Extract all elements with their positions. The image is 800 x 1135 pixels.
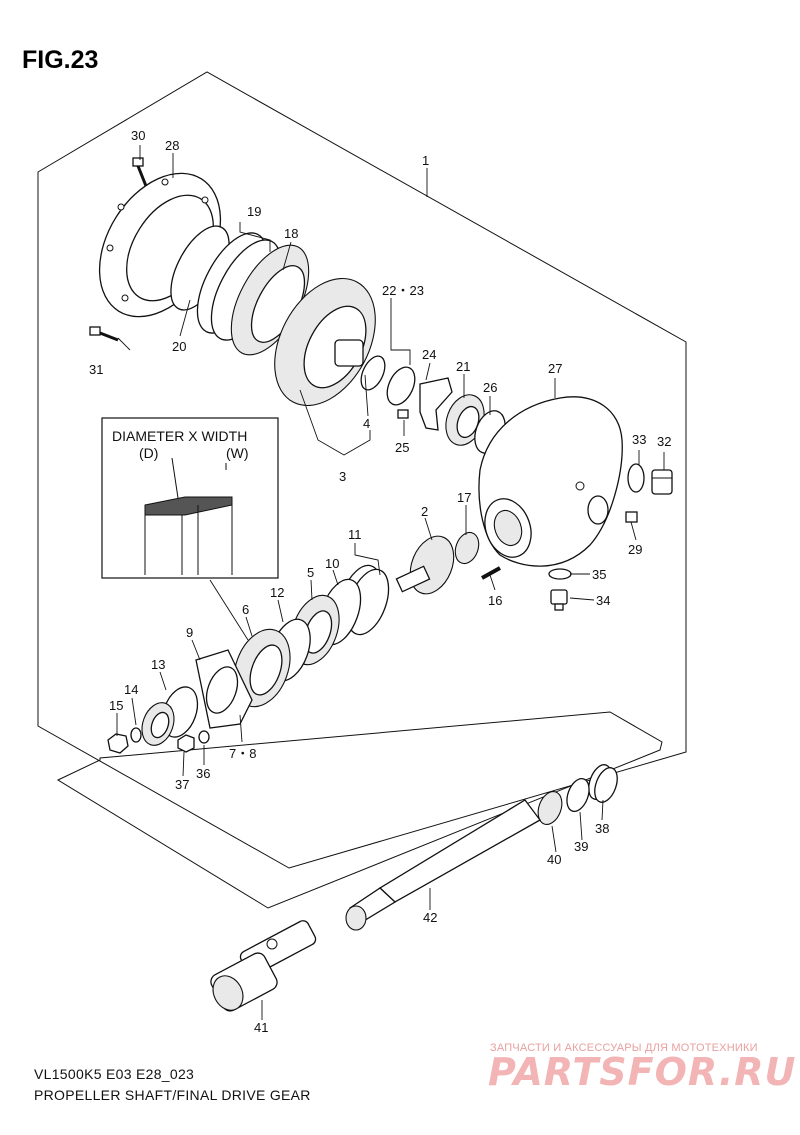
part-29-bolt	[625, 511, 638, 523]
inset-label-w: (W)	[226, 445, 249, 461]
part-34-drain-plug	[550, 589, 568, 611]
part-16-stud-bolt	[481, 566, 501, 580]
callout-3: 3	[339, 469, 346, 484]
callout-38: 38	[595, 821, 609, 836]
part-3-ring-gear	[274, 277, 376, 407]
callout-22-23: 22・23	[382, 283, 424, 298]
callout-40: 40	[547, 852, 561, 867]
part-41-universal-joint	[210, 920, 317, 1012]
callout-21: 21	[456, 359, 470, 374]
callout-36: 36	[196, 766, 210, 781]
callout-30: 30	[131, 128, 145, 143]
part-21-bearing	[445, 394, 485, 446]
part-38-spring	[588, 764, 618, 803]
watermark-logo: PARTSFOR.RU	[488, 1050, 797, 1094]
callout-9: 9	[186, 625, 193, 640]
callout-17: 17	[457, 490, 471, 505]
callout-6: 6	[242, 602, 249, 617]
part-36-washer	[198, 730, 210, 744]
part-9-gasket	[195, 649, 253, 729]
callout-15: 15	[109, 698, 123, 713]
callout-33: 33	[632, 432, 646, 447]
part-23-shim	[386, 366, 416, 406]
callout-2: 2	[421, 504, 428, 519]
part-25-bolt	[397, 409, 409, 419]
leader-lines	[116, 145, 665, 1020]
part-35-gasket	[548, 568, 572, 580]
part-27-gear-case	[478, 396, 623, 567]
part-2-pinion-gear	[395, 535, 455, 595]
callout-32: 32	[657, 434, 671, 449]
callout-37: 37	[175, 777, 189, 792]
callout-27: 27	[548, 361, 562, 376]
callout-31: 31	[89, 362, 103, 377]
callout-7-8: 7・8	[229, 746, 256, 761]
inset-bearing-section	[144, 457, 233, 575]
callout-39: 39	[574, 839, 588, 854]
callout-16: 16	[488, 593, 502, 608]
callout-12: 12	[270, 585, 284, 600]
inset-heading: DIAMETER X WIDTH	[112, 428, 247, 444]
callout-13: 13	[151, 657, 165, 672]
callout-35: 35	[592, 567, 606, 582]
part-22-shim	[360, 355, 386, 391]
callout-11: 11	[348, 527, 362, 542]
assembly-boundary-lower	[56, 711, 663, 909]
part-40-ring	[537, 791, 563, 825]
figure-title: FIG.23	[22, 46, 99, 74]
watermark-tagline: ЗАПЧАСТИ И АКСЕССУАРЫ ДЛЯ МОТОТЕХНИКИ	[490, 1042, 758, 1054]
part-37-nut	[177, 734, 195, 753]
part-17-bearing	[454, 531, 480, 565]
part-6-bearing-housing	[233, 628, 291, 708]
callout-29: 29	[628, 542, 642, 557]
model-code: VL1500K5 E03 E28_023	[34, 1066, 195, 1082]
part-24-stopper-plate	[419, 377, 453, 431]
callout-28: 28	[165, 138, 179, 153]
part-30-bolt	[132, 157, 148, 187]
part-32-oil-filler-cap	[651, 469, 673, 495]
callout-42: 42	[423, 910, 437, 925]
part-33-o-ring	[627, 463, 645, 493]
part-39-dust-seal	[566, 778, 590, 812]
assembly-boundary-upper	[37, 71, 687, 869]
part-14-coupling	[141, 702, 175, 746]
callout-26: 26	[483, 380, 497, 395]
callout-10: 10	[325, 556, 339, 571]
callout-14: 14	[124, 682, 138, 697]
callout-19: 19	[247, 204, 261, 219]
callout-18: 18	[284, 226, 298, 241]
callout-34: 34	[596, 593, 610, 608]
callout-24: 24	[422, 347, 436, 362]
callout-1: 1	[422, 153, 429, 168]
inset-label-d: (D)	[139, 445, 158, 461]
figure-caption: PROPELLER SHAFT/FINAL DRIVE GEAR	[34, 1087, 311, 1103]
callout-20: 20	[172, 339, 186, 354]
part-31-bolt	[89, 326, 119, 342]
callout-41: 41	[254, 1020, 268, 1035]
inset-pointer	[209, 579, 249, 641]
callout-labels: 1 2 3 4 5 6 7・8 9 10 11 12 13 14 15 16 1…	[89, 128, 671, 1035]
part-14-washer	[130, 727, 142, 743]
part-42-propeller-shaft	[345, 799, 541, 931]
callout-25: 25	[395, 440, 409, 455]
callout-4: 4	[363, 416, 370, 431]
part-15-nut	[107, 733, 129, 754]
callout-5: 5	[307, 565, 314, 580]
